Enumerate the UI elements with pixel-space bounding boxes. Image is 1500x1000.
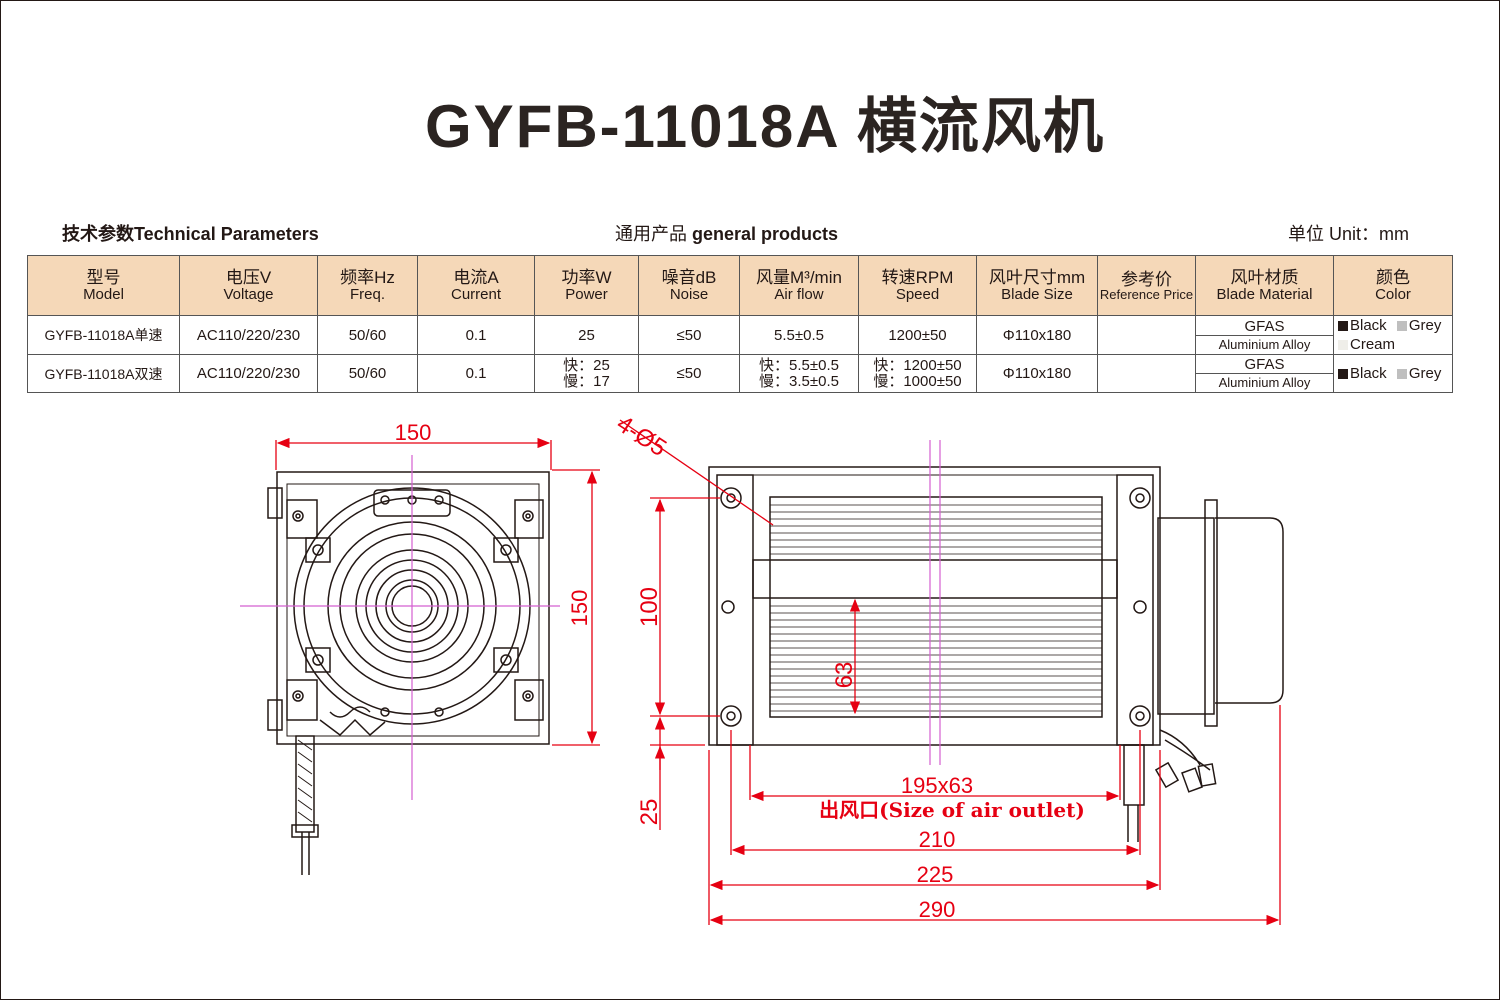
front-view: [267, 471, 550, 875]
cell-voltage: AC110/220/230: [179, 354, 318, 393]
general-cn: 通用产品: [615, 224, 687, 244]
dim-front-width: 150: [395, 420, 432, 445]
grey-swatch: [1396, 369, 1407, 380]
dim-width-290: 290: [919, 897, 956, 922]
cell-price: [1097, 315, 1196, 355]
cell-current: 0.1: [417, 315, 535, 355]
table-row: GYFB-11018A双速 AC110/220/230 50/60 0.1 快：…: [27, 354, 1453, 393]
cell-power: 25: [534, 315, 639, 355]
side-blades: [770, 504, 1102, 712]
cell-color: Black Grey: [1333, 354, 1453, 393]
black-swatch: [1338, 321, 1348, 332]
grey-swatch: [1396, 321, 1407, 332]
cell-freq: 50/60: [317, 315, 418, 355]
cell-blade-size: Φ110x180: [976, 354, 1098, 393]
dim-holes: 4-Ø5: [612, 410, 671, 462]
cell-model: GYFB-11018A双速: [27, 354, 180, 393]
front-centerlines: [240, 455, 560, 800]
dim-width-225: 225: [917, 862, 954, 887]
dim-width-210: 210: [919, 827, 956, 852]
general-products-heading: 通用产品 general products: [615, 220, 838, 246]
cream-swatch: [1338, 340, 1348, 351]
cell-price: [1097, 354, 1196, 393]
table-row: GYFB-11018A单速 AC110/220/230 50/60 0.1 25…: [27, 315, 1453, 355]
dim-height-100: 100: [636, 587, 663, 627]
dim-outlet-size: 195x63: [901, 773, 973, 798]
general-en: general products: [692, 224, 839, 244]
outlet-label: 出风口(Size of air outlet): [819, 798, 1085, 822]
side-view: [708, 466, 1284, 842]
page-title: GYFB-11018A 横流风机: [425, 93, 1105, 160]
cell-noise: ≤50: [638, 315, 740, 355]
front-outer-frame: [276, 471, 550, 745]
cell-speed: 1200±50: [858, 315, 977, 355]
tech-params-heading: 技术参数Technical Parameters: [62, 224, 319, 244]
front-dimensions: [275, 437, 600, 746]
dim-height-25: 25: [636, 799, 663, 826]
side-dimensions: [619, 419, 1281, 926]
dim-front-height: 150: [567, 590, 592, 627]
black-swatch: [1338, 369, 1348, 380]
unit-label: 单位 Unit：mm: [1288, 224, 1409, 244]
cell-voltage: AC110/220/230: [179, 315, 318, 355]
cell-freq: 50/60: [317, 354, 418, 393]
dim-height-63: 63: [831, 662, 858, 689]
cell-model: GYFB-11018A单速: [27, 315, 180, 355]
cell-color: Black Grey Cream: [1333, 315, 1453, 355]
side-break-lines: [929, 440, 941, 765]
